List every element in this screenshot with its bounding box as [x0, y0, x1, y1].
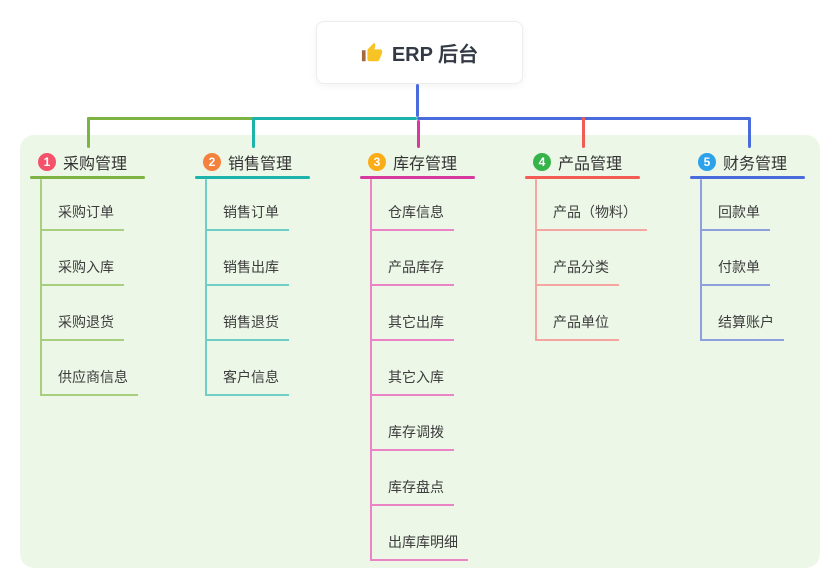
branch-header-2[interactable]: 2 销售管理: [203, 150, 292, 174]
branch-drop-line-2: [252, 117, 255, 148]
branch-trunk-line-5: [700, 179, 702, 341]
branch-drop-line-4: [582, 117, 585, 148]
child-node[interactable]: 库存盘点: [370, 479, 454, 506]
thumbs-up-icon: [361, 42, 382, 61]
branch-underline-1: [30, 176, 145, 179]
branch-header-1[interactable]: 1 采购管理: [38, 150, 127, 174]
branch-trunk-line-3: [370, 179, 372, 561]
child-node[interactable]: 产品单位: [535, 314, 619, 341]
branch-trunk-line-1: [40, 179, 42, 396]
branch-header-5[interactable]: 5 财务管理: [698, 150, 787, 174]
branch-drop-line-3: [417, 120, 420, 148]
child-node[interactable]: 付款单: [700, 259, 770, 286]
branch-label: 库存管理: [393, 156, 458, 173]
child-node[interactable]: 结算账户: [700, 314, 784, 341]
child-node[interactable]: 产品库存: [370, 259, 454, 286]
child-node[interactable]: 产品分类: [535, 259, 619, 286]
child-node[interactable]: 出库库明细: [370, 534, 468, 561]
branch-badge-1: 1: [38, 153, 56, 171]
child-node[interactable]: 销售退货: [205, 314, 289, 341]
child-node[interactable]: 其它出库: [370, 314, 454, 341]
child-node[interactable]: 销售出库: [205, 259, 289, 286]
branch-header-3[interactable]: 3 库存管理: [368, 150, 457, 174]
branch-underline-3: [360, 176, 475, 179]
child-node[interactable]: 客户信息: [205, 369, 289, 396]
child-node[interactable]: 产品（物料）: [535, 204, 647, 231]
branch-badge-2: 2: [203, 153, 221, 171]
branch-label: 产品管理: [558, 156, 623, 173]
child-node[interactable]: 回款单: [700, 204, 770, 231]
child-node[interactable]: 仓库信息: [370, 204, 454, 231]
branch-label: 财务管理: [723, 156, 788, 173]
branch-label: 采购管理: [63, 156, 128, 173]
child-node[interactable]: 其它入库: [370, 369, 454, 396]
child-node[interactable]: 销售订单: [205, 204, 289, 231]
child-node[interactable]: 供应商信息: [40, 369, 138, 396]
bus-segment-2: [252, 117, 417, 120]
branch-trunk-line-2: [205, 179, 207, 396]
branch-drop-line-1: [87, 117, 90, 148]
child-node[interactable]: 采购入库: [40, 259, 124, 286]
root-trunk-line: [416, 84, 419, 117]
root-node-erp[interactable]: ERP 后台: [316, 21, 523, 84]
bus-segment-1: [87, 117, 254, 120]
branch-drop-line-5: [748, 117, 751, 148]
branch-badge-5: 5: [698, 153, 716, 171]
branch-underline-5: [690, 176, 805, 179]
mindmap-panel: [20, 135, 820, 568]
branch-underline-2: [195, 176, 310, 179]
branch-trunk-line-4: [535, 179, 537, 341]
branch-header-4[interactable]: 4 产品管理: [533, 150, 622, 174]
child-node[interactable]: 采购退货: [40, 314, 124, 341]
child-node[interactable]: 库存调拨: [370, 424, 454, 451]
root-node-label: ERP 后台: [391, 44, 479, 66]
branch-badge-4: 4: [533, 153, 551, 171]
branch-badge-3: 3: [368, 153, 386, 171]
branch-underline-4: [525, 176, 640, 179]
child-node[interactable]: 采购订单: [40, 204, 124, 231]
branch-label: 销售管理: [228, 156, 293, 173]
